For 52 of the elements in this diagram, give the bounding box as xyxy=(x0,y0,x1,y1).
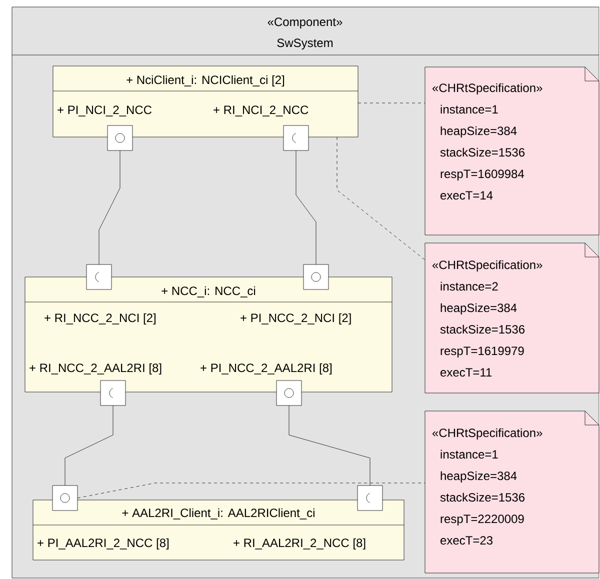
note-property: execT=11 xyxy=(440,368,492,377)
note-property: stackSize=1536 xyxy=(440,148,525,157)
port-square xyxy=(283,125,309,151)
port-label: + RI_NCC_2_NCI [2] xyxy=(44,313,156,324)
connector-line xyxy=(98,150,120,265)
part-title: + NciClient_i: NCIClient_ci [2] xyxy=(126,75,284,86)
connector-line xyxy=(296,150,316,265)
connector-line xyxy=(64,405,114,486)
part-box xyxy=(52,66,358,138)
note-property: stackSize=1536 xyxy=(440,324,525,334)
note-stereotype: «CHRtSpecification» xyxy=(432,83,542,94)
note-property: execT=23 xyxy=(440,536,492,545)
note-anchor-line xyxy=(77,482,426,498)
note-box xyxy=(424,66,600,236)
part-box xyxy=(24,276,392,392)
port-label: + RI_AAL2RI_2_NCC [8] xyxy=(234,538,366,550)
port-label: + PI_AAL2RI_2_NCC [8] xyxy=(38,538,169,550)
note-property: execT=14 xyxy=(440,191,493,200)
note-property: instance=1 xyxy=(440,450,498,459)
port-label: + PI_NCC_2_AAL2RI [8] xyxy=(200,363,332,374)
port-square xyxy=(107,125,133,151)
port-square xyxy=(100,380,126,406)
note-property: instance=2 xyxy=(440,282,498,291)
connector-line xyxy=(288,405,370,486)
port-label: + RI_NCI_2_NCC xyxy=(214,106,308,116)
note-property: heapSize=384 xyxy=(440,303,517,314)
port-square xyxy=(276,380,302,406)
note-property: respT=1609984 xyxy=(440,170,524,180)
note-property: heapSize=384 xyxy=(440,471,517,482)
port-label: + RI_NCC_2_AAL2RI [8] xyxy=(30,363,162,374)
note-stereotype: «CHRtSpecification» xyxy=(432,428,542,440)
port-label: + PI_NCI_2_NCC xyxy=(58,106,152,116)
note-property: instance=1 xyxy=(440,104,498,114)
note-box xyxy=(424,410,600,574)
part-title: + NCC_i: NCC_ci xyxy=(162,286,256,298)
note-anchor-line xyxy=(336,136,426,260)
note-property: respT=1619979 xyxy=(440,346,524,358)
port-square xyxy=(52,485,78,511)
part-title: + AAL2RI_Client_i: AAL2RIClient_ci xyxy=(122,508,314,520)
port-square xyxy=(303,264,329,290)
part-box xyxy=(32,500,404,560)
note-property: respT=2220009 xyxy=(440,514,524,526)
component-stereotype: «Component» xyxy=(268,18,342,28)
note-stereotype: «CHRtSpecification» xyxy=(432,260,542,272)
note-box xyxy=(424,242,600,394)
component-name: SwSystem xyxy=(277,38,333,50)
note-anchor-line xyxy=(358,102,426,104)
port-square xyxy=(86,264,112,290)
note-property: stackSize=1536 xyxy=(440,492,525,502)
note-property: heapSize=384 xyxy=(440,126,517,138)
port-square xyxy=(357,485,383,511)
port-label: + PI_NCC_2_NCI [2] xyxy=(240,313,351,324)
